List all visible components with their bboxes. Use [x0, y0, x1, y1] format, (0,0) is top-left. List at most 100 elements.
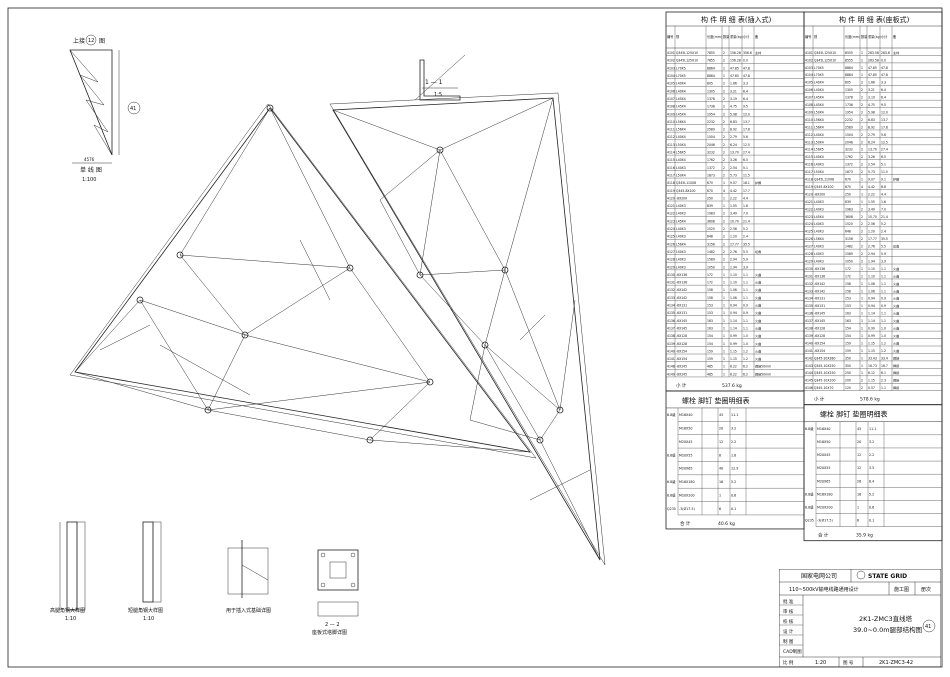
table-cell: 0.99	[730, 342, 737, 346]
table-cell: L50X4	[676, 173, 686, 177]
short-leg-angle	[142, 521, 154, 603]
section-scale: 1:5	[434, 92, 442, 98]
table-cell: 4128	[805, 252, 813, 256]
table-cell: 1	[861, 304, 863, 308]
table-cell: 2	[723, 212, 725, 216]
table-cell: -6X145	[676, 326, 687, 330]
connection-node	[501, 266, 509, 274]
bolt-cell: 0.6	[869, 506, 874, 510]
bracing-members	[74, 97, 601, 561]
table-cell: 1.06	[730, 288, 737, 292]
table-cell: 主材	[755, 50, 761, 55]
table-cell: 1.10	[868, 274, 875, 278]
table-cell: 17.7	[743, 189, 750, 193]
connection-node	[426, 378, 434, 386]
table-cell: L50X4	[814, 140, 824, 144]
bolt-cell: 6.8级	[805, 426, 814, 431]
table-cell: 2	[861, 125, 863, 129]
table-cell: 4106	[667, 89, 675, 93]
table-cell: 0.9	[743, 311, 748, 315]
table-cell: 4149	[667, 372, 675, 376]
table-cell: 1589	[845, 252, 853, 256]
table-cell: 1	[723, 372, 725, 376]
table-cell: 5.9	[881, 252, 886, 256]
table-cell: 12.5	[881, 140, 888, 144]
table-cell: 4113	[805, 140, 813, 144]
table-cell: 250	[707, 196, 713, 200]
table-cell: 0.94	[868, 297, 875, 301]
bolt-cell: 0.1	[869, 519, 874, 523]
table-cell: 4130	[667, 273, 675, 277]
table-cell: 火曲	[893, 348, 899, 353]
table-cell: 47.85	[730, 74, 739, 78]
table-cell: 4122	[667, 212, 675, 216]
table-cell: 4.42	[868, 185, 875, 189]
table-cell: 1	[861, 371, 863, 375]
table-cell: 3.26	[868, 155, 875, 159]
table-cell: 356.6	[743, 51, 752, 55]
table-cell: 1.1	[743, 288, 748, 292]
table-cell: L40X4	[814, 88, 824, 92]
table-cell: 火曲	[893, 281, 899, 286]
right-panel-outer	[329, 92, 606, 566]
table-cell: 4102	[805, 58, 813, 62]
table-cell: L56X4	[814, 118, 824, 122]
table-cell: 10.70	[730, 219, 739, 223]
bracing-member	[504, 269, 561, 411]
table-cell: 1305	[707, 89, 715, 93]
table-cell: -6X136	[814, 274, 825, 278]
table-cell: 4.4	[743, 196, 748, 200]
table-cell: 8.8	[881, 185, 886, 189]
table-cell: 3608	[845, 215, 853, 219]
table-cell: 6.4	[881, 88, 886, 92]
table-cell: L40X4	[676, 89, 686, 93]
table-cell: 火曲	[893, 318, 899, 323]
bracing-member	[419, 269, 506, 276]
table-cell: 4134	[667, 304, 675, 308]
table-cell: 火曲	[755, 295, 761, 300]
table-cell: 1.2	[881, 341, 886, 345]
table-cell: 2	[861, 96, 863, 100]
table-cell: 2.79	[868, 133, 875, 137]
table-cell: L56X5	[676, 151, 686, 155]
table-cell: 6.4	[881, 96, 886, 100]
table-cell: 1504	[845, 133, 853, 137]
table-cell: 4145	[805, 379, 813, 383]
table-cell: 1	[723, 196, 725, 200]
table-cell: 1	[723, 365, 725, 369]
table-cell: 1.1	[743, 326, 748, 330]
table-cell: 8555	[845, 51, 853, 55]
table-title: 构 件 明 细 表(插入式)	[701, 15, 772, 24]
table-cell: 4125	[667, 235, 675, 239]
bracing-member	[299, 239, 331, 301]
table-cell: 4	[723, 189, 725, 193]
table-cell: 250	[845, 192, 851, 196]
table-header-cell: 重量(kg)	[730, 34, 743, 39]
table-cell: 47.8	[881, 73, 888, 77]
table-cell: -6X154	[676, 357, 687, 361]
table-cell: 1	[723, 326, 725, 330]
bracing-member	[244, 334, 431, 383]
table-cell: 2.76	[868, 245, 875, 249]
bolt-cell: 16	[857, 492, 861, 496]
table-cell: 4143	[805, 364, 813, 368]
table-cell: 火曲	[755, 325, 761, 330]
table-cell: 焊接	[893, 378, 899, 383]
bolt-cell: M20X200	[817, 506, 833, 510]
detail-high-leg: 高腿角钢大样图 1:10	[50, 521, 86, 622]
table-cell: 33.4	[881, 356, 888, 360]
table-cell: 5.98	[730, 112, 737, 116]
table-cell: 1	[861, 297, 863, 301]
table-cell: 2.4	[743, 235, 748, 239]
table-cell: 17.77	[730, 242, 739, 246]
table-cell: 485	[707, 365, 713, 369]
table-cell: 1.2	[743, 349, 748, 353]
bracing-member	[379, 199, 421, 276]
table-cell: 8864	[845, 66, 853, 70]
bracing-member	[469, 344, 486, 421]
table-cell: 163	[707, 326, 713, 330]
table-cell: 2.3	[881, 379, 886, 383]
table-cell: 670	[707, 181, 713, 185]
bolt-cell: 3.2	[869, 440, 874, 444]
table-cell: 158	[845, 289, 851, 293]
